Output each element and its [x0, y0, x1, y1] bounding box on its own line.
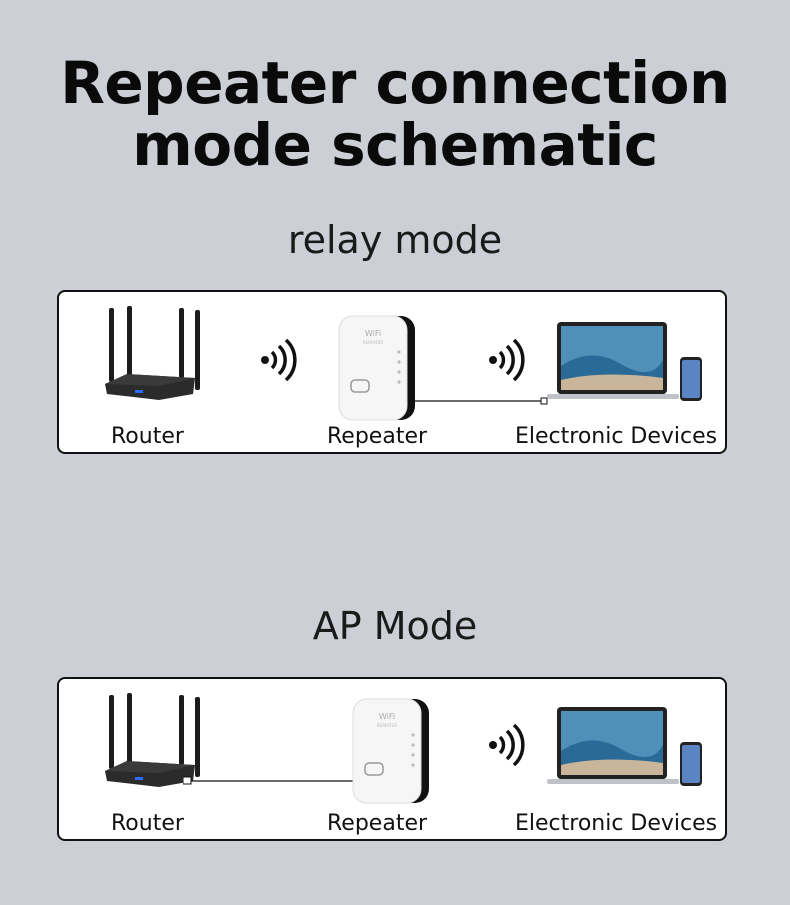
svg-text:WiFi: WiFi	[365, 329, 381, 338]
router-to-repeater-cable	[183, 776, 353, 785]
page-title: Repeater connection mode schematic	[0, 52, 790, 176]
laptop-icon	[547, 322, 679, 399]
smartphone-icon	[680, 357, 702, 401]
svg-text:REPEATER: REPEATER	[363, 340, 384, 345]
wifi-repeater-icon: WiFi REPEATER	[338, 315, 415, 421]
repeater-to-laptop-cable	[409, 397, 548, 405]
router-icon	[105, 306, 200, 400]
smartphone-icon	[680, 742, 702, 786]
repeater-label: Repeater	[327, 811, 428, 836]
wifi-repeater-icon: WiFi REPEATER	[352, 698, 429, 804]
router-label: Router	[111, 811, 184, 836]
router-icon	[105, 693, 200, 787]
svg-text:WiFi: WiFi	[379, 712, 395, 721]
laptop-icon	[547, 707, 679, 784]
electronic-devices-label: Electronic Devices	[515, 811, 718, 836]
electronic-devices-label: Electronic Devices	[515, 424, 718, 449]
ap-mode-panel: WiFi REPEATER Router Repeater Electronic…	[57, 677, 727, 841]
svg-text:REPEATER: REPEATER	[377, 723, 398, 728]
relay-mode-panel: WiFi REPEATER Router Repeater Electronic…	[57, 290, 727, 454]
wireless-signal-icon	[489, 338, 525, 382]
ap-mode-heading: AP Mode	[312, 604, 478, 648]
wireless-signal-icon	[489, 723, 525, 767]
relay-mode-heading: relay mode	[287, 218, 503, 262]
wireless-signal-icon	[261, 338, 297, 382]
title-line-1: Repeater connection	[60, 49, 730, 117]
repeater-label: Repeater	[327, 424, 428, 449]
router-label: Router	[111, 424, 184, 449]
title-line-2: mode schematic	[132, 111, 658, 179]
